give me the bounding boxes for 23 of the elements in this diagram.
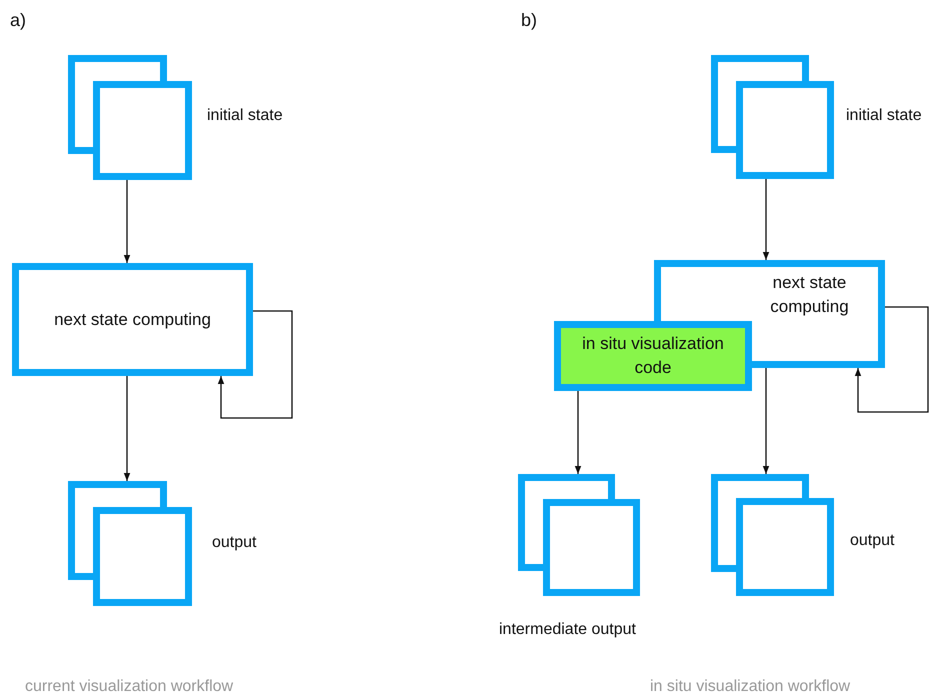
node-caption: output: [212, 534, 256, 552]
node-caption: intermediate output: [499, 621, 636, 639]
stacked-squares: [711, 474, 834, 596]
stacked-squares: [518, 474, 640, 596]
stacked-squares: [68, 481, 192, 606]
panel-caption: current visualization workflow: [25, 678, 234, 696]
panel-label: b): [521, 10, 538, 31]
arrow: [124, 376, 130, 481]
arrow: [218, 310, 293, 419]
node-caption: output: [850, 532, 894, 550]
node-caption: initial state: [207, 107, 283, 125]
arrow: [762, 179, 770, 260]
arrow: [854, 306, 929, 413]
stacked-squares: [68, 55, 192, 180]
node-caption: initial state: [846, 107, 922, 125]
arrow: [762, 368, 770, 474]
arrow: [124, 180, 130, 263]
panel-label: a): [10, 10, 26, 31]
arrow: [574, 391, 582, 474]
stacked-squares: [711, 55, 834, 179]
process-box: in situ visualization code: [554, 321, 752, 391]
process-box: next state computing: [12, 263, 253, 376]
panel-caption: in situ visualization workflow: [650, 678, 850, 696]
